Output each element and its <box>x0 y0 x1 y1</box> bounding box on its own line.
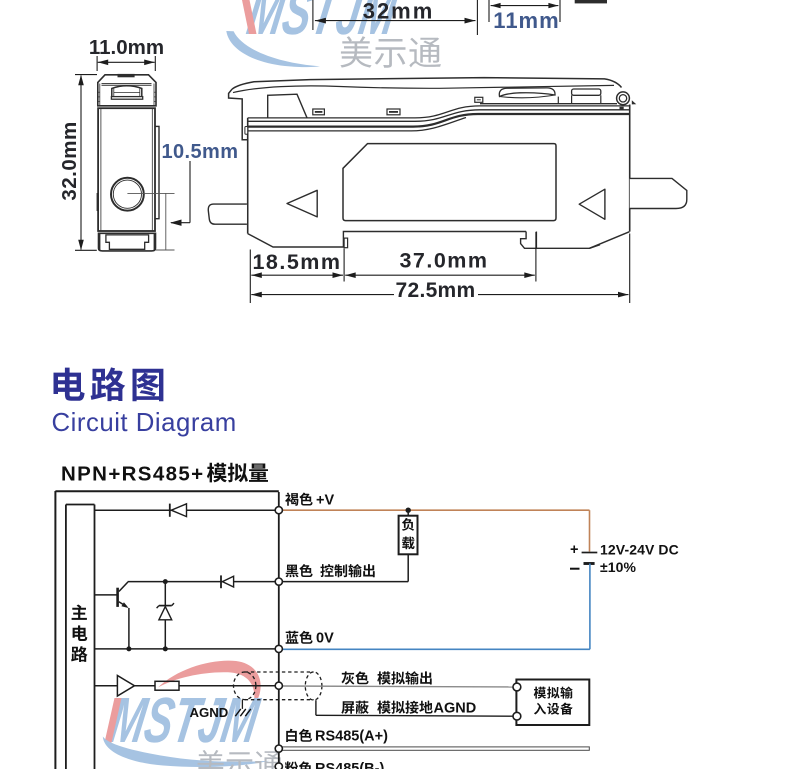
svg-text:RS485(B-): RS485(B-) <box>315 761 384 769</box>
svg-text:10.5mm: 10.5mm <box>162 141 239 163</box>
svg-text:AGND: AGND <box>190 705 229 720</box>
svg-text:32mm: 32mm <box>363 0 435 24</box>
svg-text:MSTJM: MSTJM <box>243 0 404 48</box>
svg-text:±10%: ±10% <box>600 559 637 575</box>
svg-text:+V: +V <box>316 492 334 508</box>
svg-text:11mm: 11mm <box>493 8 559 33</box>
svg-text:MSTJM: MSTJM <box>105 683 266 756</box>
svg-text:18.5mm: 18.5mm <box>252 250 341 274</box>
svg-text:NPN+RS485+: NPN+RS485+ <box>61 463 204 486</box>
svg-text:11.0mm: 11.0mm <box>89 36 164 59</box>
svg-text:+: + <box>570 542 578 558</box>
svg-text:12V-24V DC: 12V-24V DC <box>600 542 679 558</box>
svg-text:AGND: AGND <box>434 700 477 716</box>
svg-text:32.0mm: 32.0mm <box>58 121 81 200</box>
svg-text:Circuit Diagram: Circuit Diagram <box>52 409 237 437</box>
svg-text:72.5mm: 72.5mm <box>395 279 475 302</box>
svg-text:37.0mm: 37.0mm <box>399 249 488 273</box>
svg-text:RS485(A+): RS485(A+) <box>315 729 388 745</box>
svg-text:0V: 0V <box>316 631 334 647</box>
